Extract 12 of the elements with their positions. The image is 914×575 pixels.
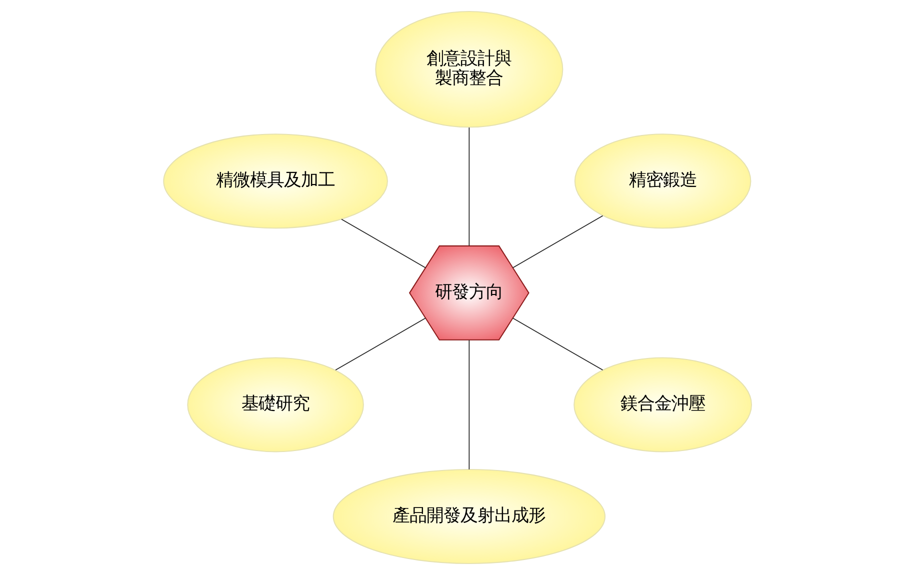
node-ellipse: 鎂合金沖壓 — [573, 357, 752, 452]
connector — [468, 340, 470, 470]
connector — [468, 127, 470, 246]
node-ellipse: 創意設計與製商整合 — [374, 11, 563, 128]
connector — [512, 318, 603, 370]
node-ellipse: 產品開發及射出成形 — [332, 469, 606, 564]
connector — [334, 318, 426, 370]
connector — [512, 215, 603, 268]
connector — [340, 218, 426, 268]
node-ellipse: 基礎研究 — [186, 357, 364, 452]
node-ellipse: 精密鍛造 — [574, 134, 751, 229]
node-ellipse: 精微模具及加工 — [162, 134, 388, 229]
